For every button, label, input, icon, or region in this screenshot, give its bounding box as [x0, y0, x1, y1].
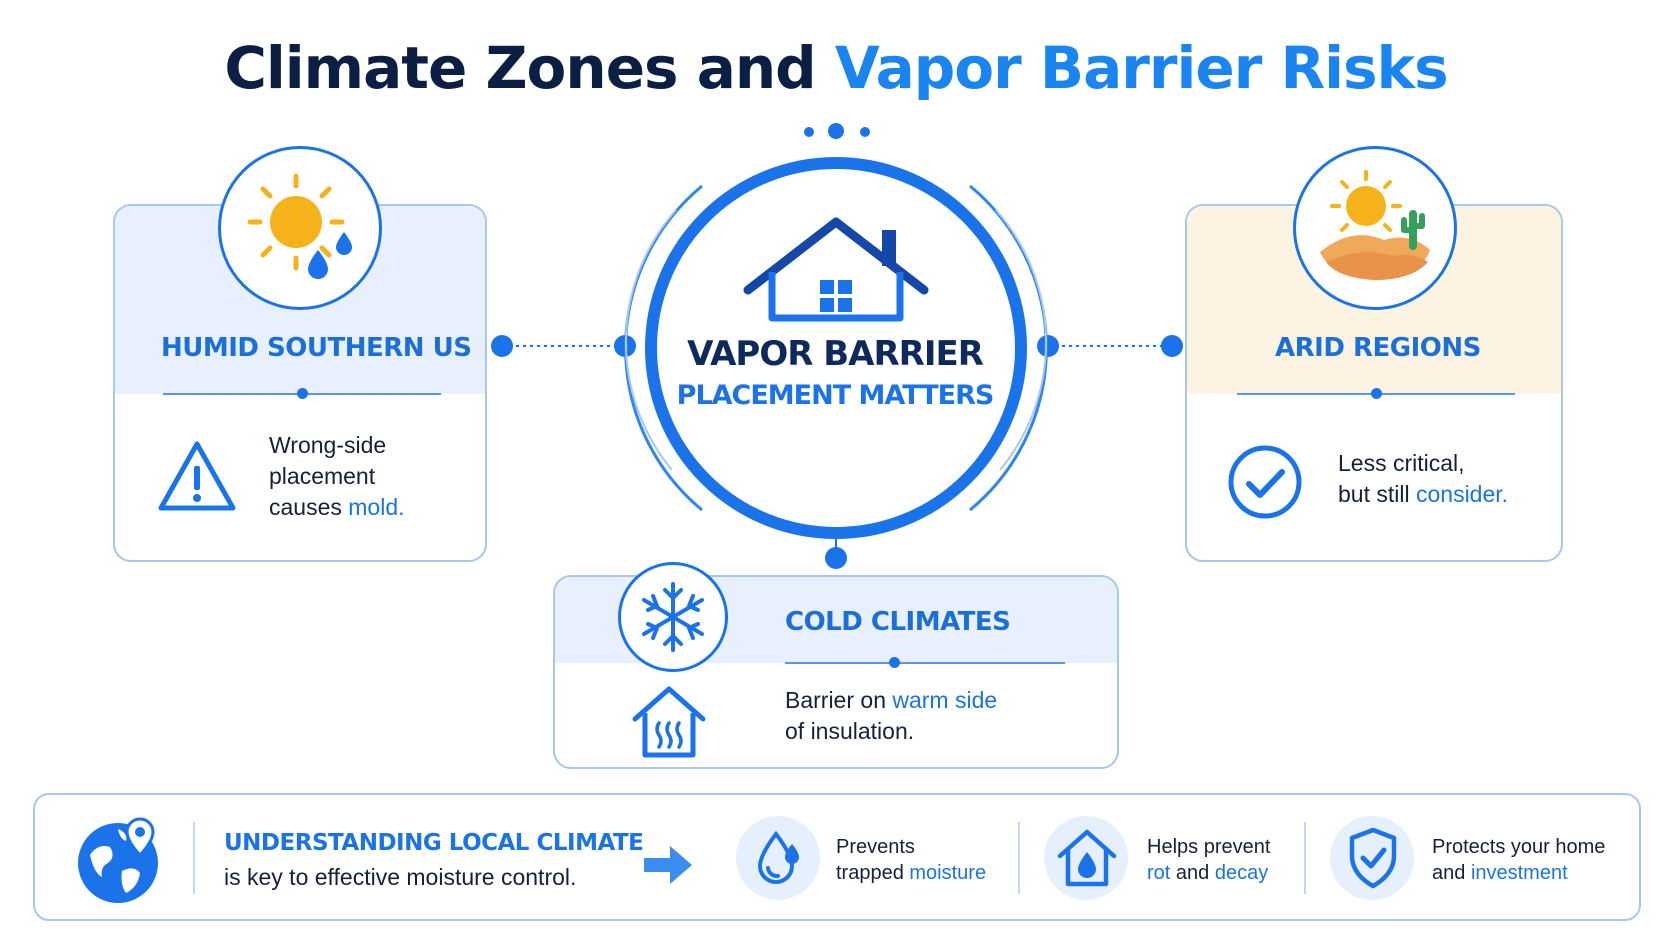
humid-text: Wrong-side placement causes mold.: [269, 430, 405, 523]
banner-divider: [193, 822, 195, 894]
water-drop-icon: [757, 830, 799, 884]
arid-heading: ARID REGIONS: [1275, 333, 1481, 363]
arid-line2-pre: but still: [1338, 481, 1416, 507]
benefit-line2: and investment: [1432, 860, 1605, 886]
snowflake-icon: [642, 582, 704, 652]
desert-sun-icon: [1320, 170, 1430, 280]
benefit-line2: rot and decay: [1147, 860, 1270, 886]
benefit-line2-hl2: decay: [1214, 862, 1269, 884]
cold-line2: of insulation.: [785, 718, 915, 744]
page-title: Climate Zones and Vapor Barrier Risks: [0, 34, 1672, 102]
cold-line1-pre: Barrier on: [785, 687, 893, 713]
benefit-line1: Helps prevent: [1147, 836, 1271, 858]
banner-key-subtitle: is key to effective moisture control.: [224, 864, 577, 890]
hub-title: VAPOR BARRIER: [687, 334, 984, 374]
sun-with-drops-icon: [247, 173, 352, 279]
warning-icon: [158, 441, 236, 511]
arid-line2: but still consider.: [1338, 479, 1508, 510]
house-drop-icon: [1057, 829, 1117, 887]
cold-rule: [785, 662, 1065, 664]
humid-rule-dot: [297, 388, 308, 399]
arid-rule-dot: [1371, 388, 1382, 399]
cold-line1: Barrier on warm side: [785, 685, 997, 716]
benefit-text: Helps prevent rot and decay: [1147, 834, 1270, 886]
benefit-text: Protects your home and investment: [1432, 834, 1605, 886]
cold-text: Barrier on warm side of insulation.: [785, 685, 997, 747]
cold-rule-dot: [889, 657, 900, 668]
humid-line1: Wrong-side: [269, 432, 387, 458]
benefit-text: Prevents trapped moisture: [836, 834, 986, 886]
benefit-line2-hl: investment: [1470, 862, 1568, 884]
title-dot: [804, 127, 814, 137]
benefit-line1: Prevents: [836, 836, 915, 858]
title-dot: [860, 127, 870, 137]
benefit-line2-hl: rot: [1147, 862, 1171, 884]
title-main: Climate Zones and: [224, 34, 816, 102]
benefit-icon-circle: [736, 816, 820, 900]
arid-text: Less critical, but still consider.: [1338, 448, 1508, 510]
shield-check-icon: [1349, 827, 1397, 889]
heated-house-icon: [632, 686, 706, 758]
arid-line2-hl: consider.: [1415, 481, 1509, 507]
hub-subtitle: PLACEMENT MATTERS: [676, 380, 995, 411]
benefit-line1: Protects your home: [1432, 836, 1606, 858]
cold-line1-hl: warm side: [892, 687, 998, 713]
house-icon: [743, 217, 929, 322]
benefit-line2-mid: and: [1170, 862, 1215, 884]
benefit-line2: trapped moisture: [836, 860, 986, 886]
humid-heading: HUMID SOUTHERN US: [161, 333, 472, 363]
check-circle-icon: [1228, 445, 1302, 519]
banner-divider: [1304, 822, 1306, 894]
humid-line3: causes mold.: [269, 492, 405, 523]
cold-heading: COLD CLIMATES: [785, 607, 1011, 637]
title-dot: [828, 123, 844, 139]
benefit-line2-hl: moisture: [909, 862, 987, 884]
title-accent: Vapor Barrier Risks: [834, 34, 1449, 102]
humid-line2: placement: [269, 463, 376, 489]
arid-line1: Less critical,: [1338, 450, 1465, 476]
humid-line3-pre: causes: [269, 494, 349, 520]
arrow-right-icon: [644, 846, 692, 884]
banner-divider: [1018, 822, 1020, 894]
globe-pin-icon: [78, 817, 158, 903]
arid-icon-circle: [1293, 146, 1457, 310]
benefit-line2-pre: trapped: [836, 862, 910, 884]
humid-line3-hl: mold.: [348, 494, 405, 520]
benefit-line2-pre: and: [1432, 862, 1471, 884]
banner-key-title: UNDERSTANDING LOCAL CLIMATE: [224, 830, 644, 856]
